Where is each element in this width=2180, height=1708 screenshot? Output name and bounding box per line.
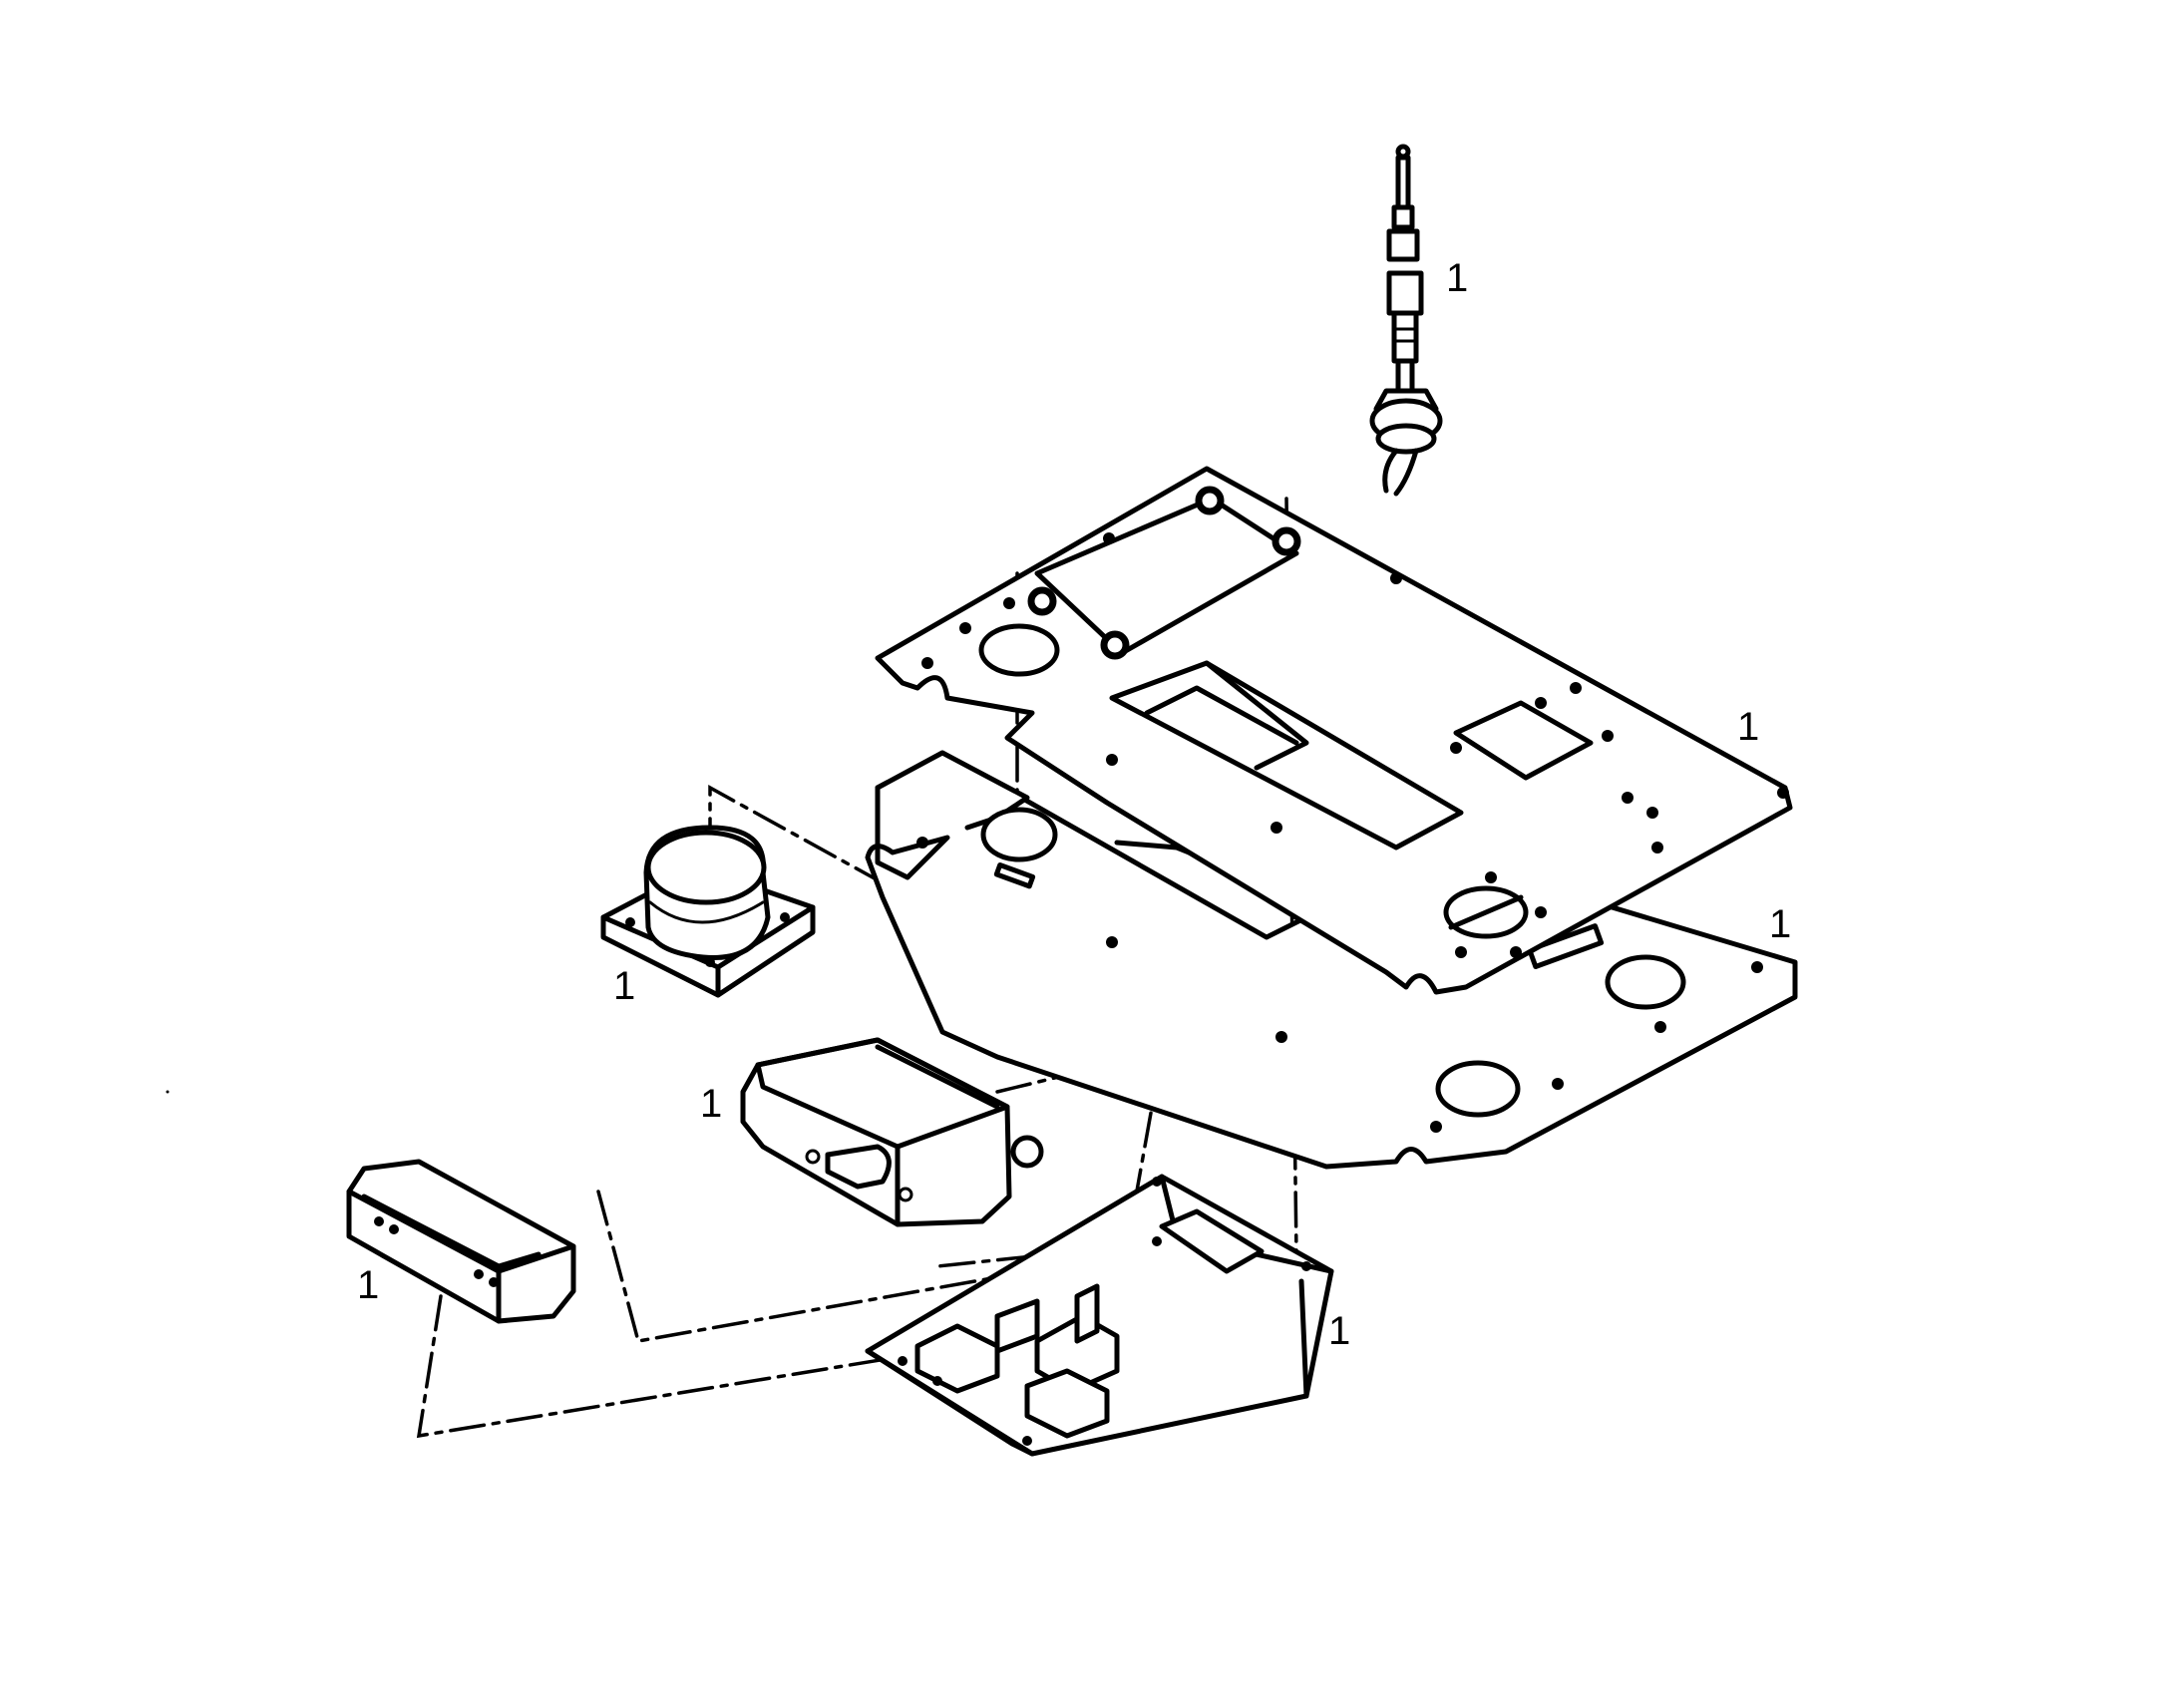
callout-labels: 1 1 1 1 1 1 1: [357, 256, 1791, 1353]
speck: [166, 1090, 170, 1094]
lower-plate: [865, 750, 1798, 1170]
large-box: [740, 1037, 1044, 1227]
callout-upper-plate: 1: [1737, 705, 1759, 749]
bracket-tray: [865, 1174, 1334, 1457]
callout-small-box: 1: [357, 1263, 379, 1307]
callout-antenna: 1: [1446, 256, 1468, 300]
callout-large-box: 1: [700, 1082, 722, 1126]
lower-plate-holes: [916, 837, 1763, 1133]
upper-plate: [875, 466, 1793, 995]
antenna: [1369, 144, 1443, 497]
callout-round-mount: 1: [613, 964, 635, 1008]
callout-lower-plate: 1: [1769, 902, 1791, 946]
callout-bracket-tray: 1: [1328, 1309, 1350, 1353]
small-box: [346, 1159, 576, 1324]
round-mount: [600, 825, 816, 998]
upper-plate-holes: [921, 532, 1789, 958]
